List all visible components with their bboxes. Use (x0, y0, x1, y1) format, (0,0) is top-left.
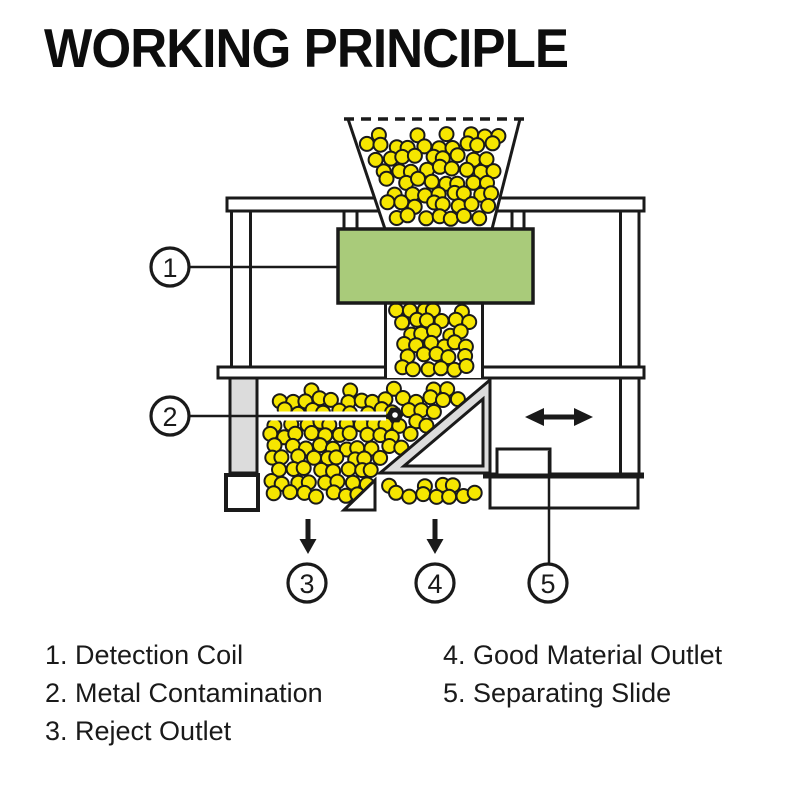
pellets-hopper (358, 126, 507, 227)
pellet (379, 194, 396, 211)
pellet (415, 486, 432, 503)
left-right-arrow-icon (525, 408, 593, 426)
pellet (308, 488, 324, 505)
callout-4: 4 (414, 562, 456, 604)
legend-item-detection-coil: 1. Detection Coil (45, 640, 244, 670)
pellet (409, 127, 426, 144)
callout-number: 3 (299, 569, 314, 599)
pellet (458, 358, 475, 374)
pellet (440, 349, 457, 366)
pellet (402, 425, 419, 442)
pellet (341, 425, 358, 442)
pellet (432, 360, 449, 377)
separating-slide (375, 376, 492, 475)
callout-circle (527, 562, 569, 604)
pellet (265, 485, 282, 502)
pellet (372, 136, 389, 153)
pellet (359, 426, 376, 443)
pellet (394, 314, 411, 331)
pellet (449, 147, 466, 164)
detection-coil (336, 227, 535, 305)
pellet (393, 194, 410, 211)
pellet (328, 449, 345, 466)
pellet (443, 160, 460, 177)
pellet (399, 207, 416, 224)
callout-5: 5 (527, 562, 569, 604)
pellet (458, 161, 475, 178)
pellet (471, 210, 488, 227)
pellet (435, 392, 451, 408)
pellet (480, 197, 497, 214)
slide-mount-step (495, 447, 552, 477)
pellet (367, 151, 384, 168)
legend-item-reject-outlet: 3. Reject Outlet (45, 716, 232, 746)
pellet (463, 196, 480, 213)
legend-item-metal-contamination: 2. Metal Contamination (45, 678, 323, 708)
pellet (425, 403, 442, 420)
reject-channel-left-block (228, 376, 259, 475)
arrow-head (299, 539, 317, 554)
pellet (410, 170, 426, 187)
callout-circle (414, 562, 456, 604)
callout-circle (149, 395, 191, 437)
pellet (455, 207, 472, 224)
callout-number: 2 (162, 402, 177, 432)
slide-inner (399, 395, 485, 468)
legend-item-separating-slide: 5. Separating Slide (443, 678, 672, 708)
hopper-right-wall (490, 118, 522, 230)
pellet (378, 170, 395, 187)
pellet (322, 391, 339, 408)
frame-posts (342, 211, 526, 229)
arrow-head-left (525, 408, 544, 426)
callout-3: 3 (286, 562, 328, 604)
callout-1: 1 (149, 246, 191, 288)
legend-item-good-material-outlet: 4. Good Material Outlet (443, 640, 723, 670)
arrow-head (426, 539, 444, 554)
callout-number: 4 (427, 569, 442, 599)
pellet (340, 461, 357, 478)
pellet (372, 449, 389, 466)
legend-column-left: 1. Detection Coil 2. Metal Contamination… (45, 636, 323, 750)
page-title: WORKING PRINCIPLE (44, 17, 569, 79)
pellet (388, 484, 404, 501)
reject-outlet-down-arrow-icon (299, 519, 317, 554)
pellet (442, 210, 459, 227)
legend-column-right: 4. Good Material Outlet 5. Separating Sl… (443, 636, 722, 712)
pellet (295, 460, 312, 476)
reject-deflector (340, 476, 377, 512)
hopper-left-wall (346, 118, 387, 230)
frame-base-right (488, 475, 640, 510)
good-outlet-down-arrow-icon (426, 519, 444, 554)
pellets-channel (388, 302, 478, 378)
frame-foot-left (224, 473, 260, 512)
arrow-head-right (574, 408, 593, 426)
pellet (404, 361, 421, 378)
pellet (466, 484, 483, 501)
callout-circle (149, 246, 191, 288)
pellets-good-outlet (381, 476, 483, 505)
hex-nut-hole (392, 412, 398, 418)
pellet (441, 488, 458, 505)
callout-number: 5 (540, 569, 555, 599)
pellet (282, 484, 299, 501)
pellet (303, 425, 320, 441)
pellet (362, 462, 379, 478)
callout-circle (286, 562, 328, 604)
pellet (438, 126, 455, 143)
pellet (358, 135, 375, 152)
callout-number: 1 (162, 253, 177, 283)
pellet (418, 210, 435, 227)
pellet (469, 137, 486, 154)
callout-2: 2 (149, 395, 191, 437)
metal-contamination-icon (386, 407, 404, 423)
pellet (485, 163, 502, 180)
pellet (406, 147, 423, 164)
pellet (401, 488, 418, 505)
pellet (484, 135, 501, 152)
